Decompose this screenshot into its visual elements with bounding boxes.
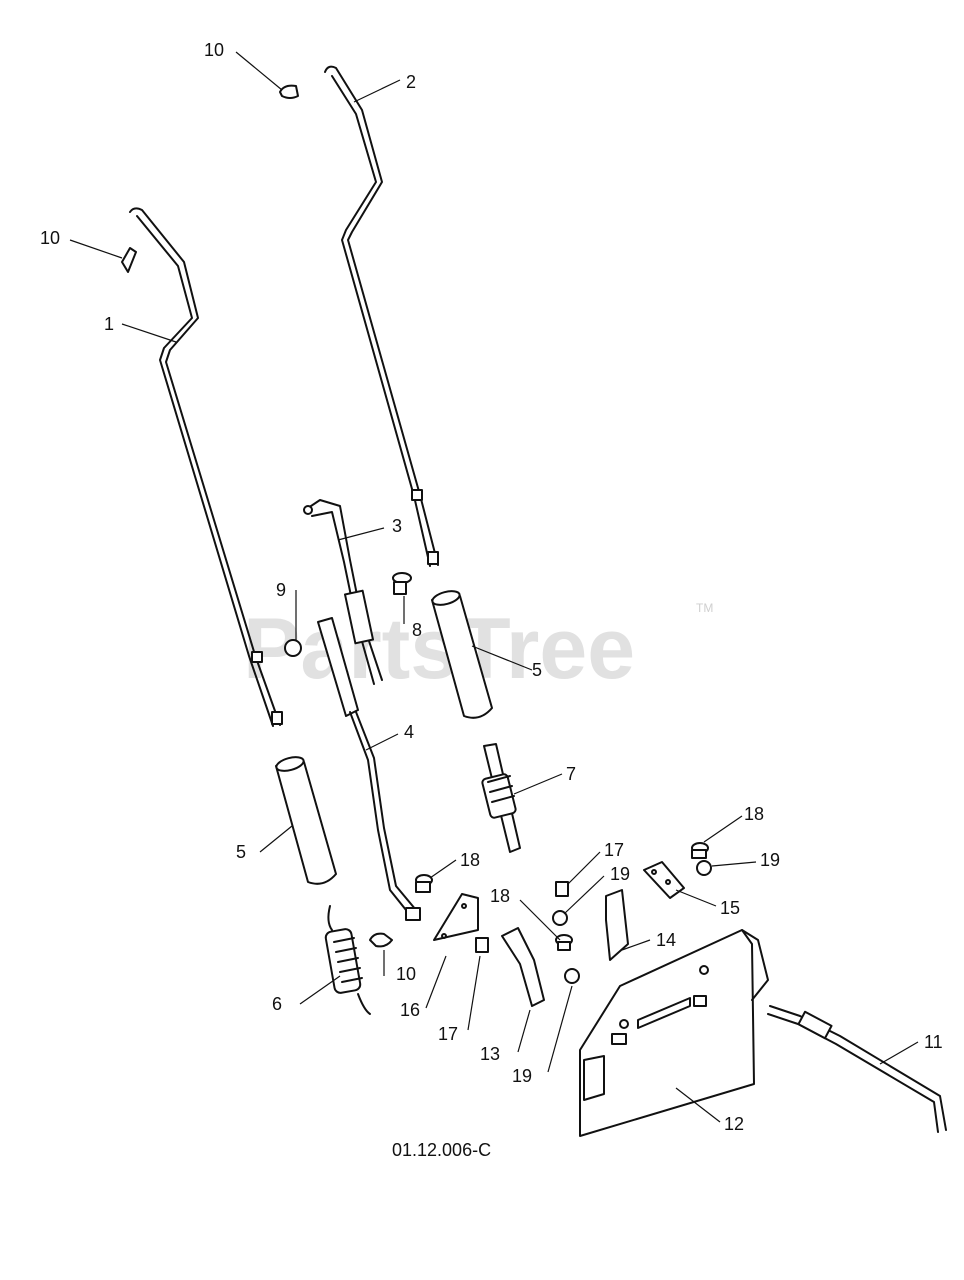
callout-15: 15	[720, 898, 740, 918]
part-17-bolt-a[interactable]	[555, 881, 569, 897]
part-10-pin-b[interactable]	[121, 247, 137, 273]
part-19-nut-a[interactable]	[552, 910, 568, 926]
part-10-pin-c[interactable]	[369, 932, 393, 948]
callout-18: 18	[460, 850, 480, 870]
part-8-bolt[interactable]	[392, 572, 412, 595]
figure-id: 01.12.006-C	[392, 1140, 491, 1160]
callout-1: 1	[104, 314, 114, 334]
callouts: 10 2 10 1 3 9 8 5 4 7 5 18 18 17 19 18 1…	[40, 40, 943, 1134]
part-10-pin-a[interactable]	[279, 84, 299, 99]
watermark-trademark: TM	[696, 601, 713, 615]
callout-2: 2	[406, 72, 416, 92]
callout-14: 14	[656, 930, 676, 950]
part-11-rod[interactable]	[767, 1005, 947, 1133]
part-3-bracket[interactable]	[303, 499, 383, 685]
callout-3: 3	[392, 516, 402, 536]
part-18-screw-c[interactable]	[691, 842, 709, 859]
callout-18: 18	[490, 886, 510, 906]
callout-18: 18	[744, 804, 764, 824]
callout-17: 17	[438, 1024, 458, 1044]
callout-8: 8	[412, 620, 422, 640]
part-16-plate[interactable]	[433, 893, 479, 941]
callout-6: 6	[272, 994, 282, 1014]
part-5-grip-upper[interactable]	[431, 589, 493, 719]
part-14-bracket[interactable]	[605, 889, 629, 961]
callout-10: 10	[396, 964, 416, 984]
callout-17: 17	[604, 840, 624, 860]
part-17-bolt-b[interactable]	[475, 937, 489, 953]
part-1-rod[interactable]	[129, 207, 283, 727]
callout-5: 5	[236, 842, 246, 862]
callout-4: 4	[404, 722, 414, 742]
part-15-plate[interactable]	[643, 861, 685, 899]
part-13-bracket[interactable]	[501, 927, 545, 1007]
callout-12: 12	[724, 1114, 744, 1134]
callout-13: 13	[480, 1044, 500, 1064]
part-6-spring[interactable]	[324, 905, 371, 1015]
part-19-nut-c[interactable]	[696, 860, 712, 876]
part-19-nut-b[interactable]	[564, 968, 580, 984]
part-18-screw-b[interactable]	[555, 934, 573, 951]
callout-19: 19	[512, 1066, 532, 1086]
part-2-rod[interactable]	[324, 65, 439, 567]
callout-9: 9	[276, 580, 286, 600]
part-18-screw-a[interactable]	[415, 874, 433, 893]
part-5-grip-lower[interactable]	[275, 755, 337, 885]
part-9-nut[interactable]	[284, 639, 302, 657]
callout-16: 16	[400, 1000, 420, 1020]
callout-5: 5	[532, 660, 542, 680]
callout-10: 10	[204, 40, 224, 60]
callout-19: 19	[610, 864, 630, 884]
callout-19: 19	[760, 850, 780, 870]
callout-11: 11	[924, 1032, 943, 1052]
part-7-spring[interactable]	[481, 743, 521, 853]
part-12-plate[interactable]	[579, 929, 769, 1137]
callout-10: 10	[40, 228, 60, 248]
callout-7: 7	[566, 764, 576, 784]
part-4-rod[interactable]	[317, 617, 421, 921]
leader-lines	[69, 51, 919, 1123]
